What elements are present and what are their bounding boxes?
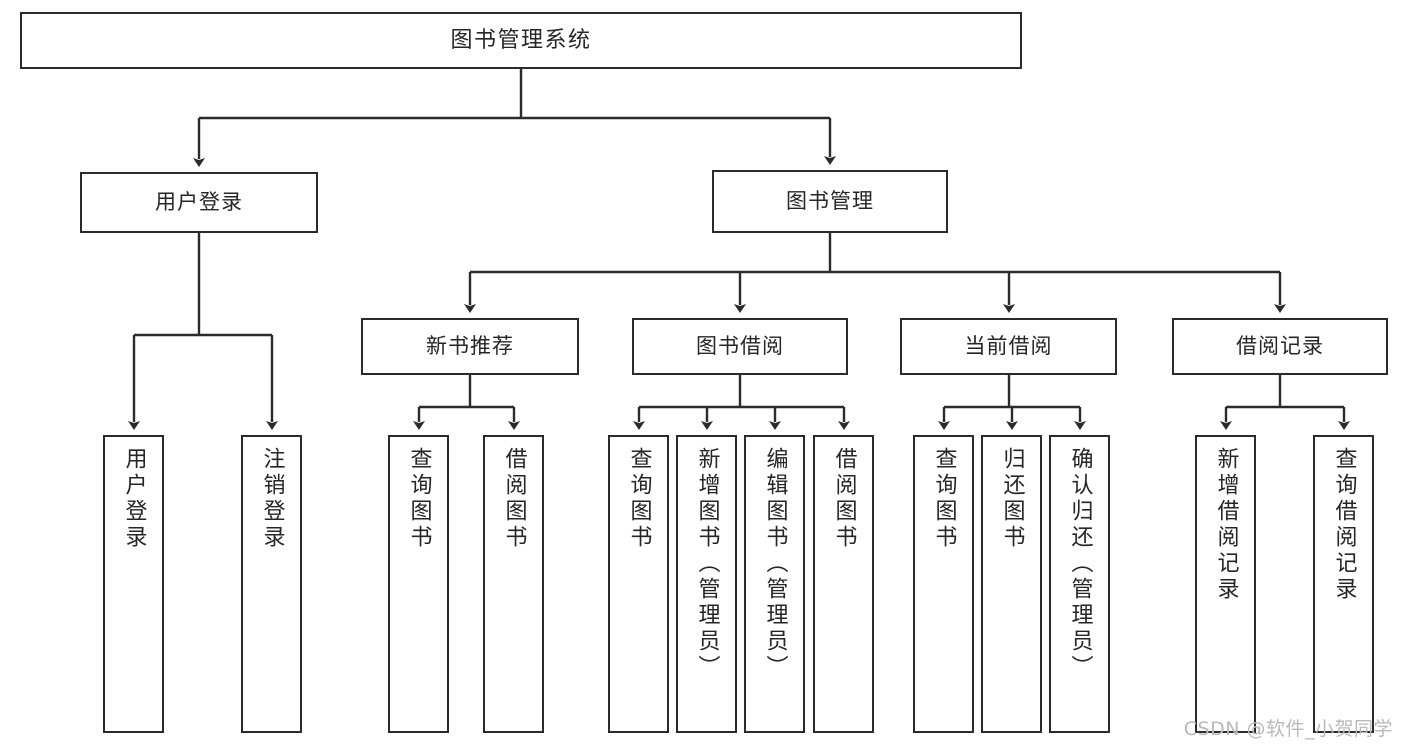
- node-leaf-user-logout[interactable]: 注销登录: [241, 435, 302, 733]
- node-label: 图书管理: [786, 189, 874, 214]
- node-label: 确认归还（管理员）: [1067, 447, 1093, 681]
- node-label: 借阅记录: [1236, 334, 1324, 359]
- node-leaf-add-book[interactable]: 新增图书（管理员）: [676, 435, 737, 733]
- node-leaf-add-record[interactable]: 新增借阅记录: [1195, 435, 1256, 733]
- node-label: 新书推荐: [426, 334, 514, 359]
- node-book-manage[interactable]: 图书管理: [712, 170, 948, 233]
- node-book-borrow[interactable]: 图书借阅: [632, 318, 848, 375]
- node-label: 当前借阅: [964, 334, 1053, 359]
- node-label: 查询图书: [626, 447, 652, 551]
- node-leaf-return-book[interactable]: 归还图书: [981, 435, 1042, 733]
- node-label: 借阅图书: [831, 447, 857, 551]
- node-label: 图书借阅: [696, 334, 784, 359]
- node-leaf-borrow-book-1[interactable]: 借阅图书: [483, 435, 544, 733]
- node-leaf-borrow-book-2[interactable]: 借阅图书: [813, 435, 874, 733]
- node-current-borrow[interactable]: 当前借阅: [900, 318, 1117, 375]
- node-label: 查询图书: [931, 447, 957, 551]
- node-leaf-query-record[interactable]: 查询借阅记录: [1313, 435, 1374, 733]
- node-label: 用户登录: [155, 190, 243, 215]
- node-root[interactable]: 图书管理系统: [20, 12, 1022, 69]
- node-label: 新增图书（管理员）: [694, 447, 720, 681]
- node-borrow-record[interactable]: 借阅记录: [1172, 318, 1388, 375]
- node-leaf-user-login[interactable]: 用户登录: [103, 435, 164, 733]
- node-leaf-query-book-1[interactable]: 查询图书: [388, 435, 449, 733]
- node-label: 注销登录: [259, 447, 285, 551]
- node-leaf-query-book-3[interactable]: 查询图书: [913, 435, 974, 733]
- node-label: 图书管理系统: [450, 27, 592, 53]
- node-leaf-query-book-2[interactable]: 查询图书: [608, 435, 669, 733]
- node-label: 编辑图书（管理员）: [762, 447, 788, 681]
- node-label: 新增借阅记录: [1213, 447, 1239, 603]
- node-leaf-confirm-return[interactable]: 确认归还（管理员）: [1049, 435, 1110, 733]
- node-new-book-rec[interactable]: 新书推荐: [361, 318, 579, 375]
- csdn-watermark: CSDN @软件_小贺同学: [1183, 718, 1393, 740]
- node-user-login[interactable]: 用户登录: [80, 172, 318, 233]
- node-leaf-edit-book[interactable]: 编辑图书（管理员）: [744, 435, 805, 733]
- node-label: 借阅图书: [501, 447, 527, 551]
- node-label: 归还图书: [999, 447, 1025, 551]
- node-label: 用户登录: [121, 447, 147, 551]
- node-label: 查询图书: [406, 447, 432, 551]
- node-label: 查询借阅记录: [1331, 447, 1357, 603]
